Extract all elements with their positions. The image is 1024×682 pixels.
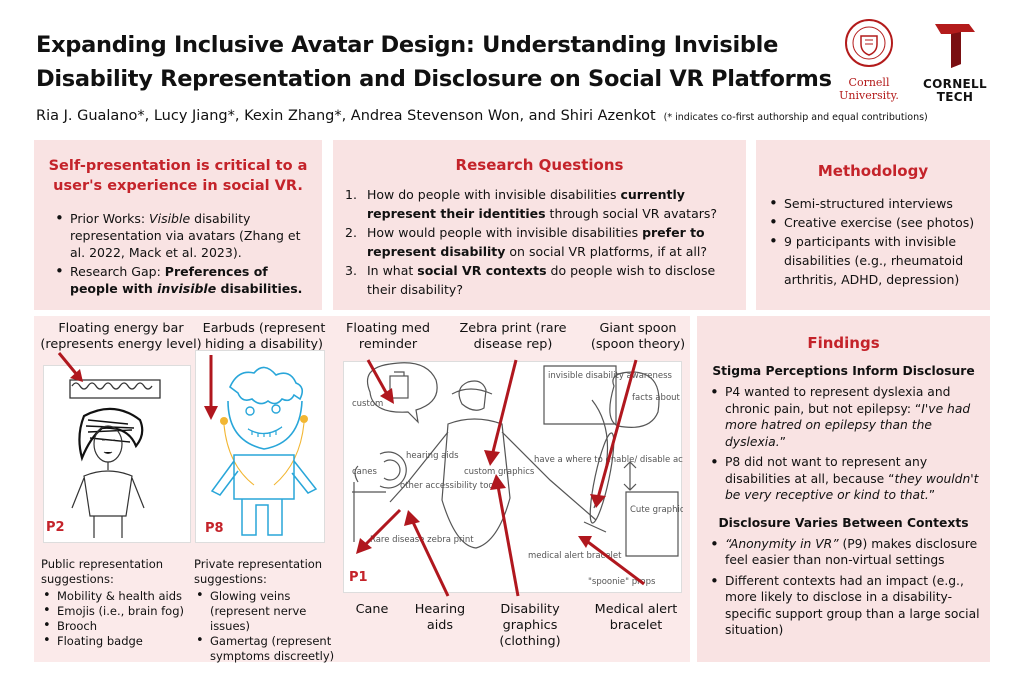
cornell-university-logo: Cornell University.: [839, 18, 899, 108]
p2-caption: Floating energy bar (represents energy l…: [40, 321, 202, 352]
cornell-wordmark-1: Cornell: [848, 76, 890, 89]
p1-caption-hearing: Hearing aids: [414, 602, 466, 633]
findings-panel: Findings Stigma Perceptions Inform Discl…: [697, 316, 990, 662]
cornell-tech-logo: CORNELL TECH: [921, 20, 989, 110]
sketch-hearing: hearing aids: [406, 451, 459, 461]
p1-caption-cane: Cane: [355, 602, 389, 617]
research-questions-heading: Research Questions: [455, 156, 624, 174]
p1-caption-med-reminder: Floating med reminder: [346, 321, 430, 352]
arrow-zebra-icon: [490, 359, 518, 457]
findings-subheading-contexts: Disclosure Varies Between Contexts: [718, 515, 969, 530]
prior-works-item: Prior Works: Visible disability represen…: [52, 210, 312, 261]
suggestion-item: Gamertag (represent symptoms discreetly): [194, 633, 340, 664]
sketch-custom: custom: [352, 399, 383, 409]
finding-item: P4 wanted to represent dyslexia and chro…: [707, 384, 980, 450]
private-suggestions: Private representation suggestions: Glow…: [194, 557, 340, 664]
finding-item: P8 did not want to represent any disabil…: [707, 454, 980, 504]
p1-caption-bracelet: Medical alert bracelet: [594, 602, 678, 633]
self-presentation-panel: Self-presentation is critical to a user'…: [34, 140, 322, 310]
suggestion-item: Emojis (i.e., brain fog): [41, 603, 191, 619]
author-names: Ria J. Gualano*, Lucy Jiang*, Kexin Zhan…: [36, 108, 656, 124]
p2-sketch-svg: [69, 379, 161, 538]
research-question-2: 2.How would people with invisible disabi…: [345, 225, 707, 259]
self-presentation-heading: Self-presentation is critical to a user'…: [48, 158, 308, 194]
p2-avatar-drawing: [43, 365, 191, 543]
p8-avatar-drawing: [195, 350, 325, 543]
cornell-wordmark-2: University.: [839, 89, 899, 102]
research-questions-panel: Research Questions 1.How do people with …: [333, 140, 746, 310]
public-suggestions-title: Public representation suggestions:: [41, 557, 164, 586]
arrow-hearing-icon: [410, 519, 450, 597]
tech-wordmark-2: TECH: [936, 90, 974, 104]
p8-caption: Earbuds (represent hiding a disability): [202, 321, 326, 352]
findings-subheading-stigma: Stigma Perceptions Inform Disclosure: [712, 364, 975, 378]
sketch-graphics: custom graphics: [464, 467, 535, 477]
p2-label: P2: [46, 520, 65, 535]
suggestion-item: Mobility & health aids: [41, 588, 191, 604]
arrow-energy-bar-icon: [57, 352, 83, 382]
poster-title: Expanding Inclusive Avatar Design: Under…: [36, 28, 836, 96]
method-item: Semi-structured interviews: [766, 194, 980, 213]
research-question-1: 1.How do people with invisible disabilit…: [345, 187, 718, 221]
tech-wordmark-1: CORNELL: [923, 77, 987, 91]
cornell-tech-t-icon: [935, 24, 975, 68]
suggestion-item: Glowing veins (represent nerve issues): [194, 588, 340, 634]
sketch-medical: medical alert bracelet: [528, 551, 622, 561]
p1-caption-spoon: Giant spoon (spoon theory): [590, 321, 686, 352]
author-list: Ria J. Gualano*, Lucy Jiang*, Kexin Zhan…: [36, 108, 996, 124]
title-line-1: Expanding Inclusive Avatar Design: Under…: [36, 32, 779, 58]
arrow-bracelet-icon: [587, 540, 645, 586]
p1-annotation-arrows: [356, 359, 645, 597]
method-item: 9 participants with invisible disabiliti…: [766, 232, 980, 289]
title-line-2: Disability Representation and Disclosure…: [36, 66, 832, 92]
p1-caption-zebra: Zebra print (rare disease rep): [459, 321, 567, 352]
sketch-invisible: invisible disability awareness: [548, 371, 673, 381]
author-note: (* indicates co-first authorship and equ…: [663, 112, 928, 123]
research-gap-item: Research Gap: Preferences of people with…: [52, 263, 312, 297]
finding-item: “Anonymity in VR” (P9) makes disclosure …: [707, 536, 980, 569]
p1-label: P1: [349, 570, 368, 585]
methodology-panel: Methodology Semi-structured interviews C…: [756, 140, 990, 310]
private-suggestions-title: Private representation suggestions:: [194, 557, 323, 586]
sketch-spoonie: "spoonie" props: [588, 577, 656, 587]
finding-item: Different contexts had an impact (e.g., …: [707, 573, 980, 639]
public-suggestions: Public representation suggestions: Mobil…: [41, 557, 191, 649]
arrow-earbuds-icon: [204, 355, 218, 420]
arrow-med-reminder-icon: [366, 359, 390, 397]
methodology-heading: Methodology: [817, 162, 929, 180]
sketch-canes: canes: [352, 467, 377, 477]
research-question-3: 3.In what social VR contexts do people w…: [345, 263, 716, 297]
method-item: Creative exercise (see photos): [766, 213, 980, 232]
findings-heading: Findings: [807, 334, 880, 352]
arrow-spoon-icon: [596, 359, 638, 499]
p1-caption-graphics: Disability graphics (clothing): [499, 602, 561, 649]
suggestion-item: Floating badge: [41, 633, 191, 649]
sketch-other: other accessibility tools: [400, 481, 501, 491]
suggestion-item: Brooch: [41, 618, 191, 634]
arrow-graphics-icon: [496, 485, 520, 597]
p8-label: P8: [205, 521, 224, 536]
arrow-cane-icon: [362, 508, 402, 548]
sketch-havewhere: have a where to enable/ disable accessor…: [534, 455, 683, 465]
p8-sketch-svg: [210, 366, 318, 536]
cornell-seal-icon: [845, 19, 893, 67]
